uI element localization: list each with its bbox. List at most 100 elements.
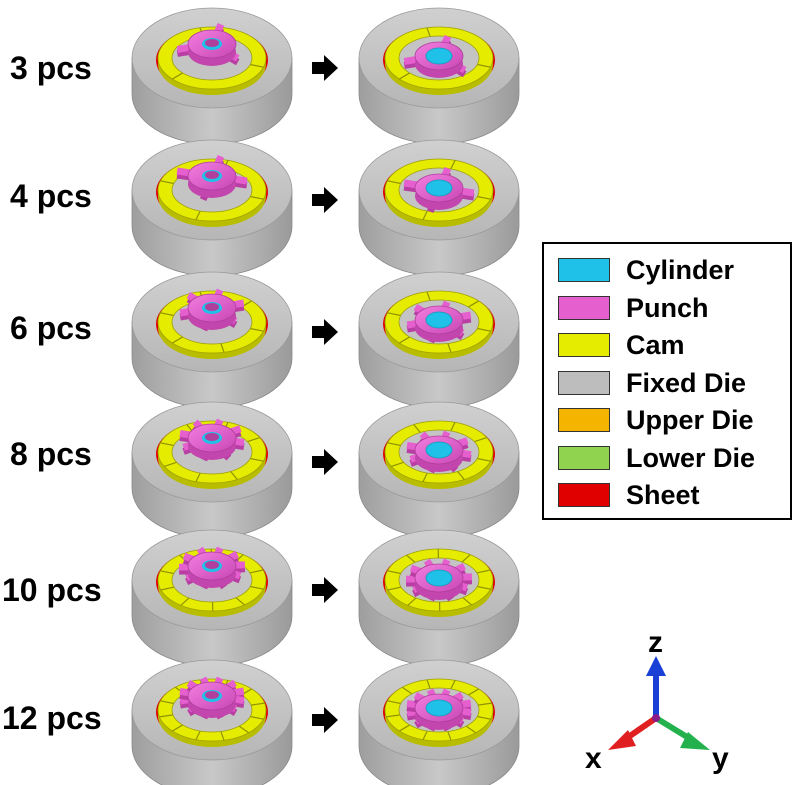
row-label: 3 pcs (10, 50, 92, 86)
cam-segment-divider (387, 442, 401, 447)
cam-segment-divider (220, 343, 225, 353)
cam-segment-divider (159, 714, 174, 718)
legend-label: Punch (626, 292, 709, 323)
z-arrowhead (646, 656, 666, 676)
axes-origin (652, 714, 660, 722)
cam-segment-divider (172, 724, 183, 732)
punch-bore (205, 39, 219, 47)
punch-bore (205, 561, 219, 569)
cam-segment-divider (160, 586, 175, 591)
right-arrow-icon (312, 707, 338, 733)
cam-segment-divider (195, 472, 201, 482)
cam-segment-divider (399, 724, 410, 732)
row-label: 8 pcs (10, 436, 92, 472)
cam-segment-divider (164, 461, 177, 468)
cam-segment-divider (238, 725, 250, 734)
cam-segment-divider (195, 730, 201, 740)
cylinder (425, 441, 453, 459)
cam-segment-divider (477, 585, 491, 590)
right-arrow-icon (312, 319, 338, 345)
right-arrow-icon (312, 449, 338, 475)
cam-segment-divider (172, 336, 183, 344)
die-assembly-12-after (358, 659, 520, 785)
die-assembly-12-before (131, 659, 293, 785)
punch-bore (205, 691, 219, 699)
cam-segment-divider (195, 210, 201, 220)
cam-segment-divider (413, 424, 421, 433)
cam-segment-divider (461, 554, 471, 563)
cam-segment-divider (462, 597, 472, 606)
z-axis-label: z (648, 626, 663, 659)
cam-segment-divider (426, 27, 431, 37)
cam-segment-divider (387, 312, 401, 317)
cam-segment-divider (468, 688, 479, 696)
cam-segment-divider (180, 597, 190, 606)
punch-bore (205, 433, 219, 441)
legend-swatch (558, 408, 610, 432)
die-assembly-6-after (358, 271, 520, 409)
cam-segment-divider (160, 700, 174, 705)
x-axis-label: x (585, 742, 602, 775)
cam-segment-divider (250, 457, 264, 462)
cylinder (425, 47, 453, 65)
cam-segment-divider (387, 180, 401, 185)
cam-segment-divider (468, 300, 479, 308)
die-assembly-3-before (131, 7, 293, 145)
cam-segment-divider (457, 471, 465, 480)
row-label: 4 pcs (10, 178, 92, 214)
die-assembly-3-after (358, 7, 520, 145)
cam-segment-divider (399, 72, 410, 80)
cam-segment-divider (250, 715, 264, 720)
die-assembly-10-after (358, 529, 520, 667)
cam-segment-divider (450, 680, 456, 690)
punch-bore (205, 171, 219, 179)
coordinate-axes: z x y (585, 626, 729, 775)
cam-segment-divider (250, 702, 265, 706)
cam-segment-divider (426, 291, 431, 301)
cam-segment-divider (160, 180, 174, 185)
cam-segment-divider (447, 343, 452, 353)
cam-segment-divider (250, 195, 264, 200)
right-arrow-icon (312, 577, 338, 603)
cam-segment-divider (450, 422, 456, 432)
cylinder (425, 311, 453, 329)
cam-segment-divider (407, 597, 417, 606)
cam-segment-divider (235, 597, 245, 606)
cam-segment-divider (220, 731, 225, 741)
cam-segment-divider (477, 702, 492, 706)
row-label: 12 pcs (2, 700, 102, 736)
cam-segment-divider (386, 714, 401, 718)
cam-segment-divider (391, 461, 404, 468)
cam-segment-divider (387, 700, 401, 705)
row-label: 6 pcs (10, 310, 92, 346)
cam-segment-divider (465, 725, 477, 734)
die-assembly-8-before (131, 401, 293, 539)
cam-segment-divider (401, 686, 413, 695)
cam-segment-divider (447, 731, 452, 741)
cam-segment-divider (426, 679, 431, 689)
cam-segment-divider (474, 436, 487, 443)
cam-segment-divider (160, 442, 174, 447)
legend-swatch (558, 258, 610, 282)
cam-segment-divider (450, 160, 456, 170)
cylinder (425, 179, 453, 197)
punch-bore (205, 303, 219, 311)
cam-segment-divider (160, 570, 174, 575)
cam-segment-divider (422, 210, 428, 220)
cam-segment-divider (250, 63, 264, 68)
cam-segment-divider (250, 327, 264, 332)
x-arrowhead (608, 730, 636, 750)
cam-segment-divider (249, 569, 264, 574)
die-assembly-10-before (131, 529, 293, 667)
cam-segment-divider (230, 471, 238, 480)
die-assembly-8-after (358, 401, 520, 539)
cam-segment-divider (399, 336, 410, 344)
cam-segment-divider (406, 554, 416, 563)
cam-segment-divider (387, 586, 402, 591)
y-axis-label: y (712, 742, 729, 775)
cam-segment-divider (247, 436, 260, 443)
cam-segment-divider (477, 63, 491, 68)
cam-segment-divider (250, 585, 264, 590)
